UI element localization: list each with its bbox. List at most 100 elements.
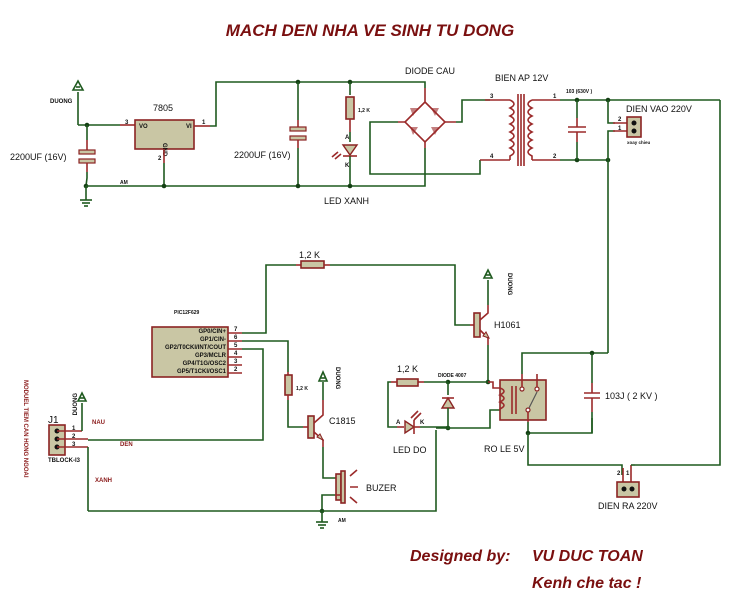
svg-text:2: 2 bbox=[72, 434, 76, 440]
designer-name: VU DUC TOAN bbox=[532, 548, 643, 565]
vcc-label: DUONG bbox=[50, 99, 73, 105]
transistor-buzzer-label: C1815 bbox=[329, 416, 356, 426]
connector-label: J1 bbox=[48, 415, 59, 426]
svg-text:GP0/CIN+: GP0/CIN+ bbox=[198, 329, 226, 335]
svg-text:VO: VO bbox=[139, 124, 148, 130]
filter-capacitor-label: 103 (630V ) bbox=[566, 89, 592, 95]
snubber-capacitor-label: 103J ( 2 KV ) bbox=[605, 391, 658, 401]
vcc-label: DUONG bbox=[334, 367, 340, 390]
red-led: A K bbox=[396, 410, 425, 435]
vcc-label: DUONG bbox=[506, 273, 512, 296]
gnd-label: AM bbox=[338, 518, 346, 524]
relay-base-resistor-label: 1,2 K bbox=[299, 250, 320, 260]
snubber-capacitor bbox=[584, 353, 600, 433]
buzzer-base-resistor bbox=[284, 372, 293, 400]
gnd-label: AM bbox=[120, 180, 128, 186]
relay-5v[interactable] bbox=[488, 374, 547, 422]
output-capacitor-label: 2200UF (16V) bbox=[10, 152, 67, 162]
red-led-resistor bbox=[391, 378, 424, 387]
svg-text:GP4/T1G/OSC2: GP4/T1G/OSC2 bbox=[183, 361, 227, 367]
svg-text:GP2/T0CKI/INT/COUT: GP2/T0CKI/INT/COUT bbox=[165, 345, 226, 351]
buzzer bbox=[335, 469, 358, 504]
svg-text:VI: VI bbox=[186, 124, 192, 130]
green-led-resistor-label: 1,2 K bbox=[358, 108, 370, 114]
flyback-diode bbox=[440, 382, 456, 428]
vcc-terminal-icon bbox=[71, 79, 85, 125]
svg-text:4: 4 bbox=[234, 351, 238, 357]
transistor-relay-label: H1061 bbox=[494, 320, 521, 330]
svg-text:1: 1 bbox=[626, 471, 630, 477]
ac-input-subtitle: xoay chieu bbox=[627, 140, 651, 145]
controller-section: GP0/CIN+ GP1/CIN- GP2/T0CKI/INT/COUT GP3… bbox=[88, 250, 658, 529]
ac-output-connector[interactable]: 2 1 bbox=[616, 465, 640, 498]
wire-label-den: DEN bbox=[120, 442, 133, 448]
svg-text:3: 3 bbox=[490, 94, 494, 100]
ac-output-label: DIEN RA 220V bbox=[598, 501, 658, 511]
regulator-label: 7805 bbox=[153, 103, 173, 113]
svg-text:3: 3 bbox=[125, 120, 129, 126]
svg-text:GP5/T1CKI/OSC1: GP5/T1CKI/OSC1 bbox=[177, 369, 227, 375]
svg-text:2: 2 bbox=[553, 154, 557, 160]
svg-text:K: K bbox=[345, 163, 350, 169]
mcu-pic12f629: GP0/CIN+ GP1/CIN- GP2/T0CKI/INT/COUT GP3… bbox=[151, 326, 242, 378]
transformer: 3 4 1 2 bbox=[480, 94, 560, 166]
buzzer-label: BUZER bbox=[366, 483, 397, 493]
svg-text:2: 2 bbox=[617, 471, 621, 477]
svg-text:1: 1 bbox=[202, 120, 206, 126]
voltage-regulator-7805: VO VI GND 3 1 2 bbox=[125, 119, 206, 162]
vcc-terminal-icon bbox=[482, 268, 494, 279]
svg-text:6: 6 bbox=[234, 335, 238, 341]
relay-base-resistor bbox=[296, 260, 330, 269]
svg-text:1: 1 bbox=[553, 94, 557, 100]
flyback-diode-label: DIODE 4007 bbox=[438, 373, 467, 379]
ac-input-connector[interactable]: 2 1 bbox=[613, 116, 642, 138]
svg-text:3: 3 bbox=[234, 359, 238, 365]
svg-text:2: 2 bbox=[158, 156, 162, 162]
wire-label-nau: NAU bbox=[92, 420, 105, 426]
designed-by-label: Designed by: bbox=[410, 548, 510, 565]
channel-name: Kenh che tac ! bbox=[532, 575, 642, 592]
connector-type-label: TBLOCK-I3 bbox=[48, 458, 81, 464]
relay-label: RO LE 5V bbox=[484, 444, 525, 454]
svg-text:7: 7 bbox=[234, 327, 238, 333]
input-capacitor-label: 2200UF (16V) bbox=[234, 150, 291, 160]
transistor-h1061 bbox=[470, 305, 490, 345]
sensor-section: MODUEL TIEM CAN HONG NGOAI J1 1 2 3 TBLO… bbox=[22, 380, 133, 511]
svg-text:A: A bbox=[396, 420, 401, 426]
transformer-label: BIEN AP 12V bbox=[495, 73, 548, 83]
svg-text:2: 2 bbox=[234, 367, 238, 373]
svg-text:K: K bbox=[420, 420, 425, 426]
ac-input-label: DIEN VAO 220V bbox=[626, 104, 692, 114]
schematic-title: MACH DEN NHA VE SINH TU DONG bbox=[226, 21, 514, 40]
bridge-rectifier bbox=[398, 88, 456, 148]
svg-text:4: 4 bbox=[490, 154, 494, 160]
svg-text:1: 1 bbox=[618, 126, 622, 132]
vcc-terminal-icon bbox=[76, 391, 88, 402]
wire-label-xanh: XANH bbox=[95, 478, 112, 484]
svg-text:3: 3 bbox=[72, 442, 76, 448]
svg-text:A: A bbox=[345, 135, 350, 141]
sensor-module-label: MODUEL TIEM CAN HONG NGOAI bbox=[22, 380, 28, 478]
vcc-label: DUONG bbox=[73, 393, 79, 416]
power-supply-section: DUONG 2200UF (16V) AM VO bbox=[10, 66, 721, 466]
green-led-branch: A K bbox=[331, 79, 359, 189]
svg-text:2: 2 bbox=[618, 117, 622, 123]
buzzer-base-resistor-label: 1,2 K bbox=[296, 386, 308, 392]
svg-text:1: 1 bbox=[72, 426, 76, 432]
input-capacitor bbox=[289, 79, 307, 189]
mcu-label: PIC12F629 bbox=[174, 310, 200, 316]
red-led-label: LED DO bbox=[393, 445, 427, 455]
vcc-terminal-icon bbox=[317, 370, 329, 382]
sensor-connector-j1[interactable]: 1 2 3 bbox=[48, 424, 88, 456]
transistor-c1815 bbox=[303, 400, 325, 447]
red-led-resistor-label: 1,2 K bbox=[397, 364, 418, 374]
svg-text:GP1/CIN-: GP1/CIN- bbox=[200, 337, 226, 343]
filter-capacitor bbox=[568, 100, 586, 160]
green-led-label: LED XANH bbox=[324, 196, 369, 206]
output-capacitor bbox=[78, 125, 96, 187]
ground-icon bbox=[80, 199, 92, 207]
svg-text:GP3/MCLR: GP3/MCLR bbox=[195, 353, 227, 359]
ground-icon bbox=[316, 521, 328, 529]
bridge-label: DIODE CAU bbox=[405, 66, 455, 76]
